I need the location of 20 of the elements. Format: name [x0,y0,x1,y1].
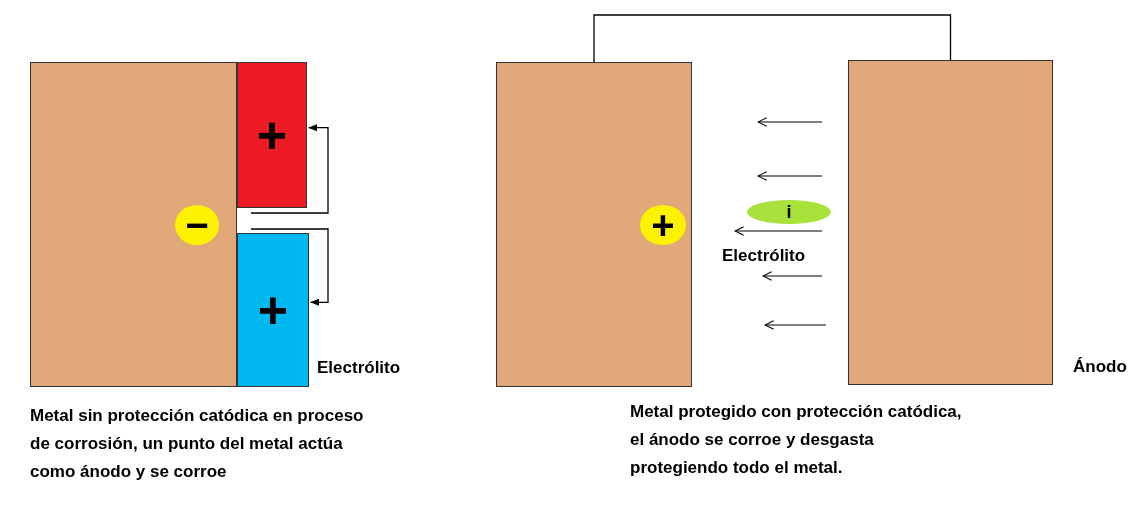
electrolyte-label: Electrólito [722,245,807,267]
anode-block [848,60,1053,385]
wire [593,14,952,63]
anode-label: Ánodo [1073,356,1127,378]
arrow [250,228,329,306]
charge-sign: + [256,109,288,161]
anodic-zone [237,62,307,208]
charge-sign: + [257,284,289,336]
arrow [250,124,329,214]
charge-circle [175,205,219,245]
electrolyte-label: Electrólito [317,357,402,379]
charge-circle [640,205,686,245]
caption-text: Metal protegido con protección catódica, el ánodo se corroe y desgasta protegiendo todo el metal. [630,401,963,479]
cathodic-zone [237,233,309,387]
caption-text: Metal sin protección catódica en proceso de corrosión, un punto del metal actúa como ánodo y se corroe [30,405,365,483]
charge-sign: + [651,205,675,245]
current-symbol: i [786,203,792,221]
charge-sign: − [185,205,209,245]
metal-block [496,62,692,387]
metal-block [30,62,237,387]
